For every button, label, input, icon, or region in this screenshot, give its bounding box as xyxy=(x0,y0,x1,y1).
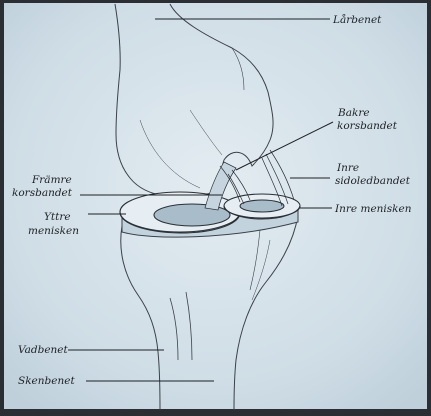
label-medial-collateral-line2: sidoledbandet xyxy=(335,175,411,187)
label-medial-collateral-line1: Inre xyxy=(336,162,359,174)
label-femur: Lårbenet xyxy=(332,13,382,26)
label-fibula: Vadbenet xyxy=(18,344,69,356)
label-medial-meniscus: Inre menisken xyxy=(334,203,412,215)
label-posterior-cruciate-line1: Bakre xyxy=(337,107,370,119)
label-lateral-meniscus-line2: menisken xyxy=(28,225,79,237)
label-anterior-cruciate-line1: Främre xyxy=(31,174,72,186)
medial-meniscus xyxy=(224,194,300,219)
label-lateral-meniscus-line1: Yttre xyxy=(44,211,71,223)
label-posterior-cruciate-line2: korsbandet xyxy=(337,120,398,132)
label-tibia: Skenbenet xyxy=(18,375,75,387)
lateral-meniscus xyxy=(120,192,240,233)
label-anterior-cruciate-line2: korsbandet xyxy=(12,187,73,199)
